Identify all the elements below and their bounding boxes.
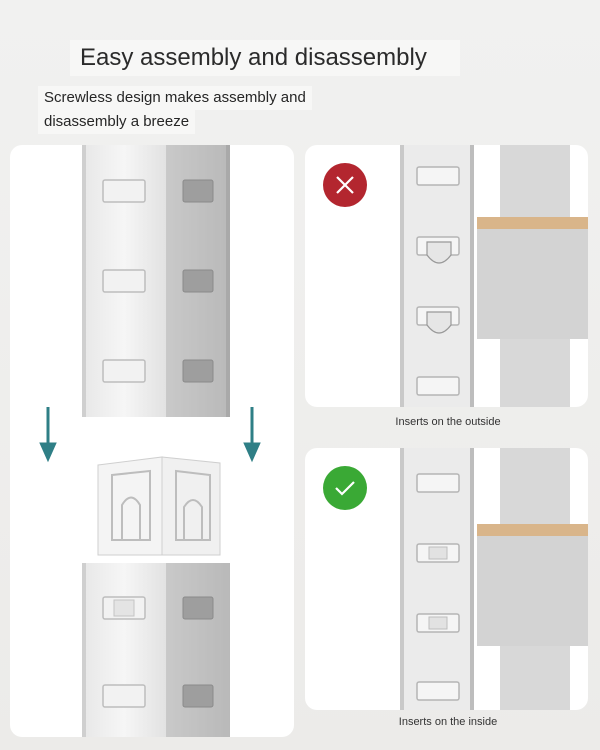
down-arrow-left [39, 407, 57, 463]
right-way-caption: Inserts on the inside [398, 716, 498, 728]
subtitle-line-2: disassembly a breeze [38, 110, 196, 134]
lower-post [82, 456, 230, 737]
outside-inserts-illustration [400, 145, 588, 407]
page-title: Easy assembly and disassembly [70, 40, 460, 76]
wrong-way-panel [305, 145, 588, 407]
check-icon [323, 466, 367, 510]
down-arrow-right [243, 407, 261, 463]
cross-icon [323, 163, 367, 207]
assembly-illustration-panel [10, 145, 294, 737]
inside-inserts-illustration [400, 448, 588, 710]
upper-post [82, 145, 230, 417]
page-subtitle: Screwless design makes assembly and disa… [38, 86, 410, 134]
post-assembly-illustration [39, 145, 261, 737]
wrong-way-caption: Inserts on the outside [395, 416, 501, 428]
right-way-panel [305, 448, 588, 710]
subtitle-line-1: Screwless design makes assembly and [38, 86, 312, 110]
